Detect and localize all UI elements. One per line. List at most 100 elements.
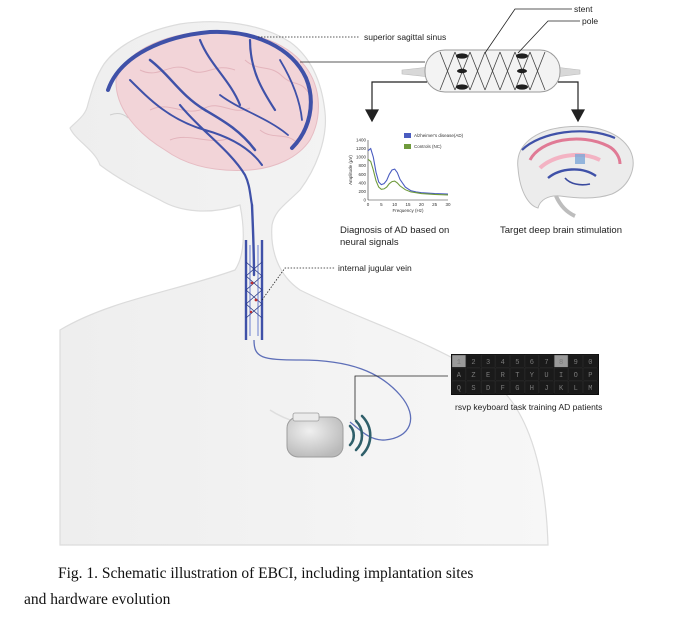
lead-wire <box>253 339 412 441</box>
keyboard-key <box>451 367 467 381</box>
keyboard-key <box>539 367 554 381</box>
legend-label: Controls (NC) <box>414 144 442 149</box>
stent-electrode-poles <box>456 53 528 90</box>
keyboard-key <box>466 354 481 368</box>
keyboard-key-label: 1 <box>457 359 461 367</box>
caption-line-1: Fig. 1. Schematic illustration of EBCI, … <box>58 565 474 582</box>
keyboard-key-label: U <box>544 372 548 380</box>
callout-lines <box>258 8 580 420</box>
keyboard-key <box>481 367 496 381</box>
keyboard-key-label: L <box>574 385 578 393</box>
jugular-stent-mesh <box>245 261 263 319</box>
legend-swatch <box>404 144 411 149</box>
label-stent: stent <box>574 4 593 14</box>
flow-arrows <box>364 81 586 123</box>
label-diagnosis-line1: Diagnosis of AD based on <box>340 225 449 236</box>
keyboard-key-label: Y <box>530 372 535 380</box>
x-tick-label: 25 <box>432 202 438 207</box>
keyboard-key-label: H <box>530 385 534 393</box>
keyboard-key-label: S <box>471 385 475 393</box>
keyboard-key-label: 5 <box>515 359 519 367</box>
keyboard-key <box>524 354 540 368</box>
signal-dot <box>249 310 253 314</box>
keyboard-key-label: Q <box>457 385 461 393</box>
x-tick-label: 0 <box>367 202 370 207</box>
signal-dot <box>250 281 254 285</box>
legend-swatch <box>404 133 411 138</box>
keyboard-key-label: I <box>559 372 563 380</box>
stent-illustration <box>401 49 581 93</box>
y-tick-label: 1400 <box>356 138 367 143</box>
brain-illustration <box>115 30 319 171</box>
keyboard-key <box>495 367 510 381</box>
keyboard-key <box>495 380 510 394</box>
keyboard-key <box>495 354 510 368</box>
keyboard-key-label: 9 <box>574 359 578 367</box>
y-tick-label: 800 <box>358 163 366 168</box>
label-pole: pole <box>582 16 598 26</box>
keyboard-key-label: 0 <box>588 359 592 367</box>
keyboard-key <box>481 380 496 394</box>
y-tick-label: 1200 <box>356 146 367 151</box>
caption-line-2: and hardware evolution <box>24 591 171 608</box>
keyboard-key <box>568 354 583 368</box>
keyboard-key <box>539 354 554 368</box>
keyboard-key <box>524 367 540 381</box>
keyboard-key <box>554 367 569 381</box>
label-internal-jugular-vein: internal jugular vein <box>338 263 412 273</box>
y-tick-label: 1000 <box>356 155 367 160</box>
keyboard-key-label: Z <box>471 372 475 380</box>
keyboard-key <box>539 380 554 394</box>
deep-brain-illustration <box>517 125 634 218</box>
keyboard-key <box>583 354 598 368</box>
keyboard-key-label: J <box>544 385 548 393</box>
x-tick-label: 5 <box>380 202 383 207</box>
keyboard-key-label: O <box>574 372 578 380</box>
series-line-nc <box>367 158 449 196</box>
keyboard-key-label: T <box>515 372 519 380</box>
label-target-stimulation: Target deep brain stimulation <box>500 225 622 236</box>
legend-label: Alzheimer's disease(AD) <box>414 133 464 138</box>
keyboard-key-label: K <box>559 385 564 393</box>
keyboard-key <box>568 367 583 381</box>
y-tick-label: 0 <box>363 198 366 203</box>
keyboard-key-label: 3 <box>486 359 490 367</box>
keyboard-key <box>451 380 467 394</box>
y-tick-label: 600 <box>358 172 366 177</box>
figure-canvas: superior sagittal sinus stent pole inter… <box>59 4 634 546</box>
x-axis-label: Frequency (Hz) <box>392 208 424 213</box>
jugular-vein <box>244 240 264 340</box>
keyboard-key <box>583 380 598 394</box>
keyboard-key-label: F <box>501 385 505 393</box>
cerebral-veins <box>106 29 313 277</box>
keyboard-key <box>583 367 598 381</box>
keyboard-key <box>568 380 583 394</box>
wireless-signal-icon <box>348 414 372 457</box>
keyboard-key <box>451 354 467 368</box>
x-tick-label: 30 <box>445 202 451 207</box>
x-tick-label: 20 <box>419 202 425 207</box>
keyboard-key <box>510 354 525 368</box>
keyboard-key-label: 4 <box>501 359 505 367</box>
series-line-ad <box>367 147 449 195</box>
keyboard-key-label: E <box>486 372 490 380</box>
keyboard-key-label: 6 <box>530 359 534 367</box>
keyboard-key <box>466 380 481 394</box>
keyboard-key <box>554 380 569 394</box>
keyboard-key-label: R <box>501 372 506 380</box>
label-rsvp-keyboard: rsvp keyboard task training AD patients <box>455 402 602 412</box>
y-tick-label: 200 <box>358 189 366 194</box>
y-axis-label: Amplitude (μV) <box>348 155 353 185</box>
keyboard-key <box>524 380 540 394</box>
keyboard-key-label: D <box>486 385 490 393</box>
keyboard-key-label: 7 <box>544 359 548 367</box>
keyboard-key-label: M <box>588 385 592 393</box>
figure-caption: Fig. 1. Schematic illustration of EBCI, … <box>24 561 684 613</box>
keyboard-key-label: P <box>588 372 592 380</box>
keyboard-key-label: 2 <box>471 359 475 367</box>
x-tick-label: 15 <box>405 202 411 207</box>
keyboard-key <box>466 367 481 381</box>
label-diagnosis-line2: neural signals <box>340 237 399 248</box>
